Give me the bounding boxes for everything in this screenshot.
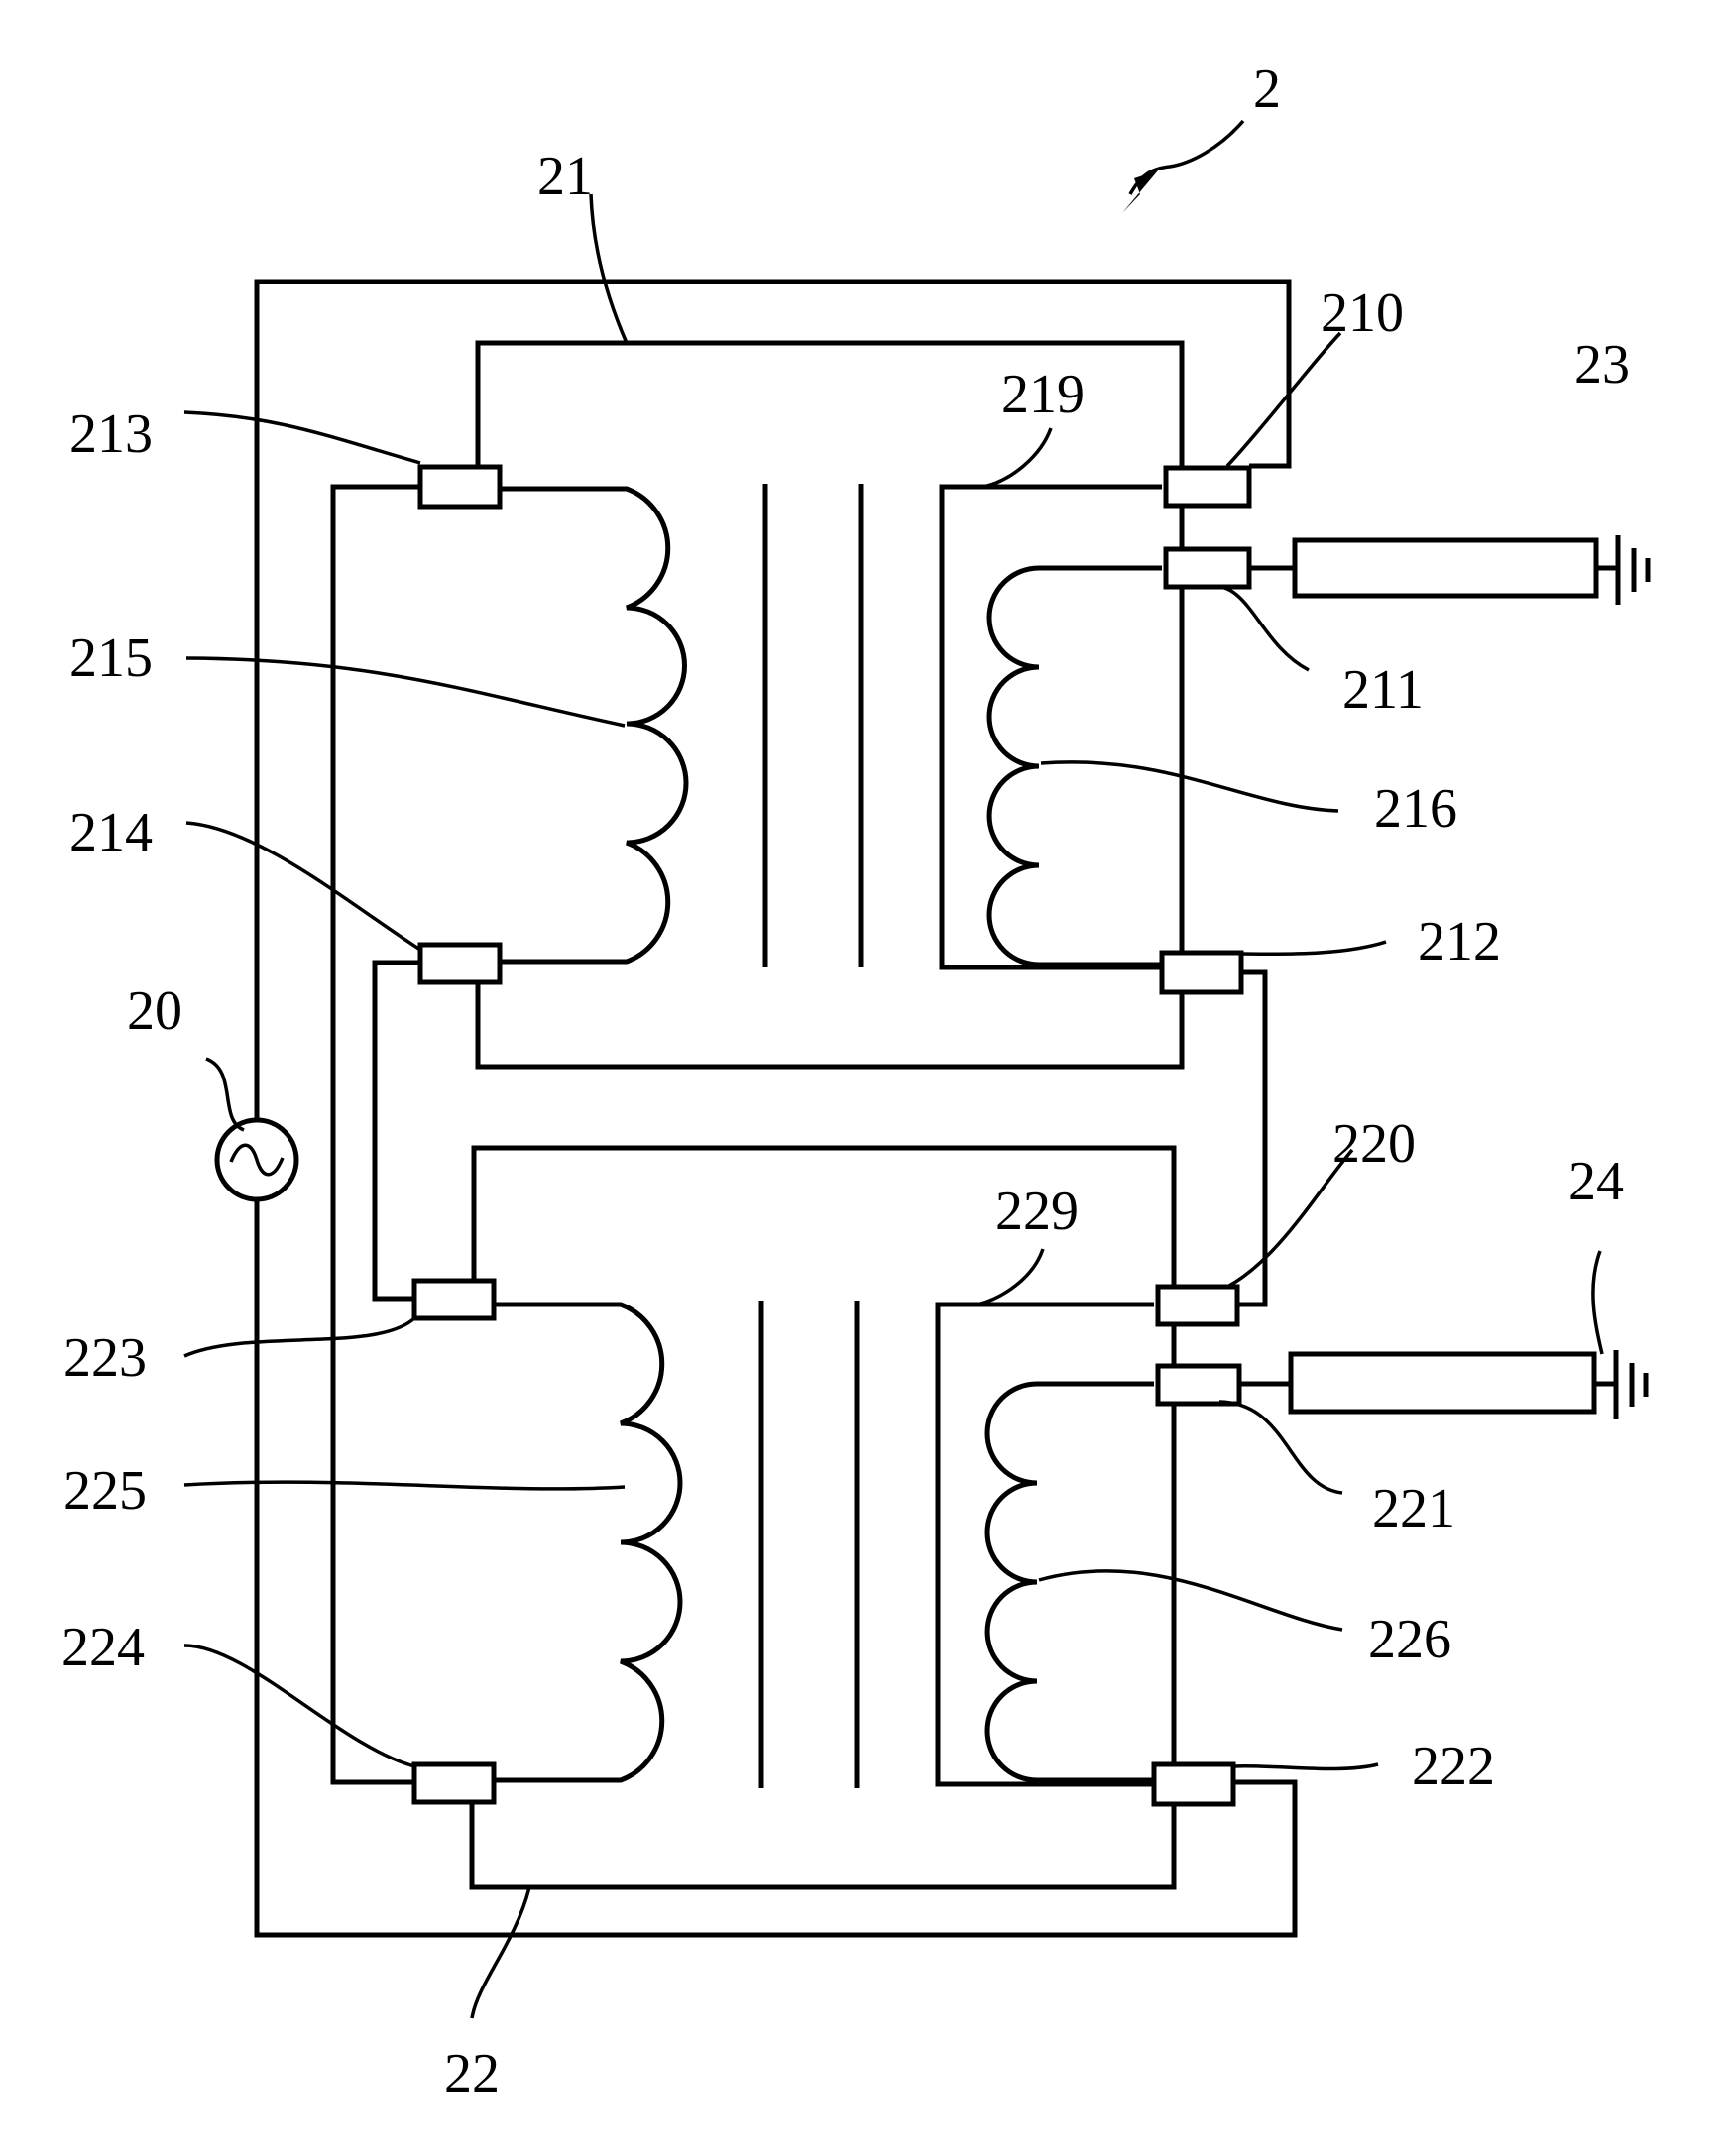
secondary-frame-219 [942,487,1162,967]
label-219: 219 [1001,364,1085,425]
label-226: 226 [1368,1609,1451,1670]
leader-lines [184,194,1602,2018]
label-216: 216 [1374,778,1457,840]
label-22: 22 [444,2043,500,2104]
terminal-223 [414,1281,494,1318]
terminal-211 [1166,549,1249,587]
primary-coil-215 [500,489,686,962]
label-221: 221 [1372,1478,1455,1539]
label-21: 21 [537,146,593,207]
terminal-220 [1158,1287,1237,1324]
label-229: 229 [995,1181,1079,1242]
transformer-21-frame [478,343,1182,1067]
label-211: 211 [1342,659,1424,721]
label-215: 215 [69,627,153,689]
link-wire-214-223 [375,963,420,1299]
terminal-213 [420,467,500,507]
secondary-frame-229 [938,1305,1154,1784]
label-24: 24 [1568,1151,1624,1212]
outer-supply-wire [257,282,1295,1935]
label-223: 223 [63,1327,147,1389]
label-224: 224 [61,1617,145,1678]
terminal-221 [1158,1366,1239,1404]
load-23 [1295,535,1648,605]
terminal-212 [1162,953,1241,992]
transformer-21 [420,343,1295,1067]
label-214: 214 [69,802,153,863]
link-wire-212-220 [1229,972,1265,1305]
reference-arrow-head [1122,170,1158,213]
ground-icon [1616,1350,1646,1419]
label-212: 212 [1418,911,1501,972]
ac-source-20 [217,1120,296,1199]
terminal-210 [1166,468,1249,506]
terminal-214 [420,945,500,982]
transformer-22 [414,1148,1291,1887]
load-23-body [1295,540,1596,596]
secondary-coil-226 [987,1384,1154,1780]
load-24-body [1291,1354,1594,1412]
terminal-224 [414,1764,494,1802]
label-210: 210 [1321,283,1404,344]
label-20: 20 [127,980,182,1042]
primary-coil-225 [494,1305,680,1780]
label-222: 222 [1412,1736,1495,1797]
label-220: 220 [1332,1113,1416,1175]
label-23: 23 [1574,334,1630,396]
label-2: 2 [1253,58,1281,120]
label-225: 225 [63,1460,147,1522]
load-24 [1291,1350,1646,1419]
label-213: 213 [69,403,153,465]
terminal-222 [1154,1764,1233,1804]
transformer-22-frame [472,1148,1174,1887]
ground-icon [1618,535,1648,605]
